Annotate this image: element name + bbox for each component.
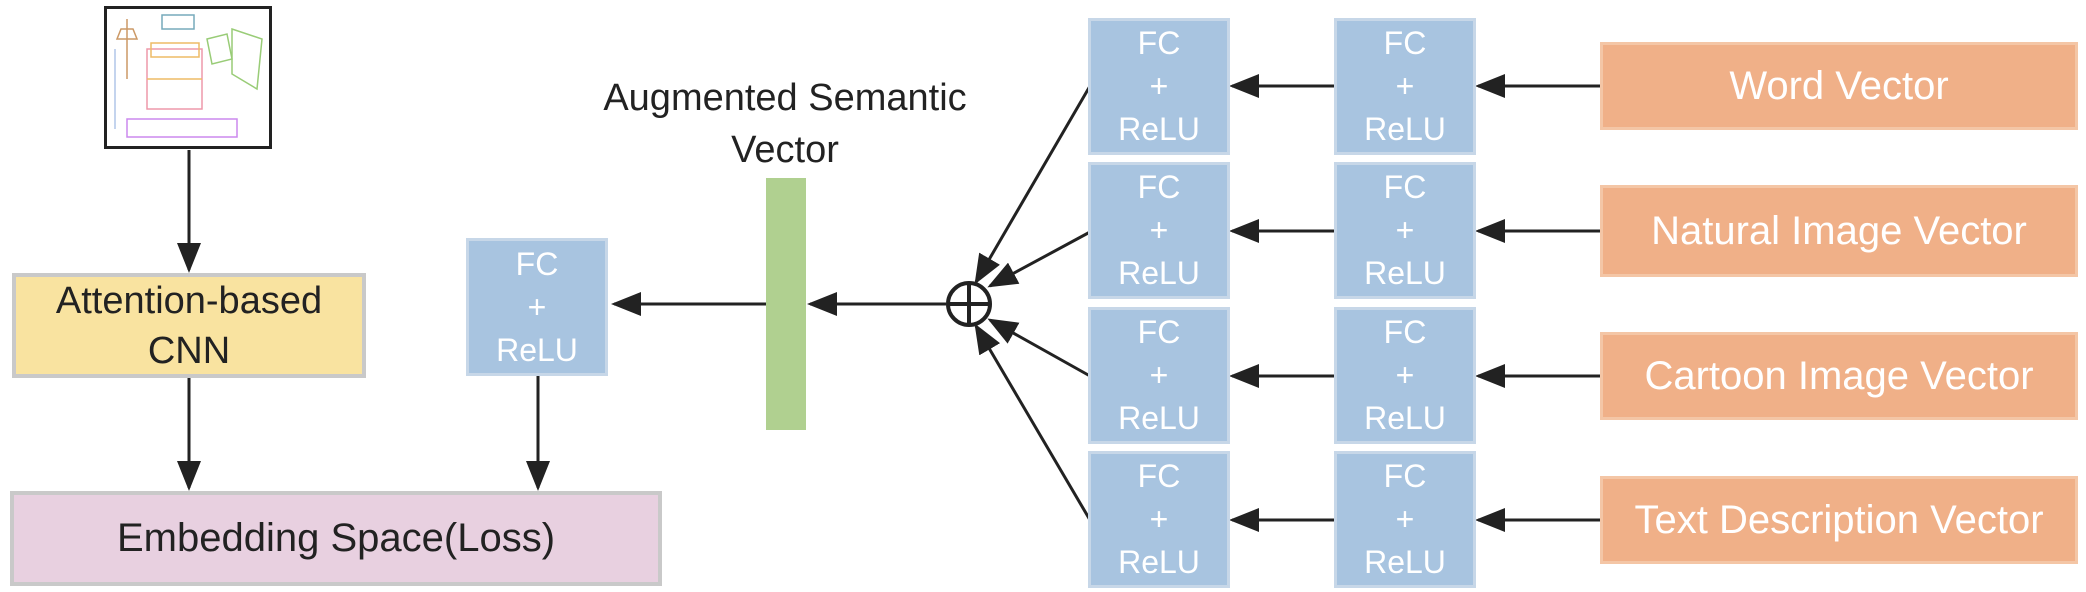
- cnn-label-line1: Attention-based: [55, 279, 323, 322]
- fc-line1: FC: [1383, 458, 1427, 494]
- fc-line1: FC: [1383, 25, 1427, 61]
- fc-line1: FC: [1137, 169, 1181, 205]
- fc-line2: +: [527, 288, 547, 325]
- fc-line3: ReLU: [1364, 544, 1446, 580]
- fc-line1: FC: [1383, 169, 1427, 205]
- fc-line2: +: [1149, 357, 1169, 393]
- attention-cnn-box: Attention-based CNN: [12, 273, 366, 378]
- fc-line3: ReLU: [1118, 400, 1200, 436]
- fc-line1: FC: [1383, 314, 1427, 350]
- fc-line2: +: [1395, 68, 1415, 104]
- bedroom-sketch-icon: [104, 6, 272, 149]
- source-label: Natural Image Vector: [1651, 208, 2027, 253]
- fc-line3: ReLU: [1118, 111, 1200, 147]
- fc-relu-box-row2-b: FC + ReLU: [1334, 162, 1476, 299]
- augmented-semantic-bar: [766, 178, 806, 430]
- embedding-space-box: Embedding Space(Loss): [10, 491, 662, 586]
- arrow-fc4-to-sum: [974, 323, 1092, 521]
- embedding-label: Embedding Space(Loss): [116, 516, 556, 560]
- fc-relu-box-row1-a: FC + ReLU: [1088, 18, 1230, 155]
- natural-image-vector-box: Natural Image Vector: [1600, 185, 2078, 277]
- source-label: Word Vector: [1729, 63, 1949, 108]
- fc-line3: ReLU: [1364, 111, 1446, 147]
- arrow-fc1-to-sum: [974, 85, 1092, 285]
- fc-line1: FC: [1137, 314, 1181, 350]
- cartoon-image-vector-box: Cartoon Image Vector: [1600, 332, 2078, 420]
- fc-line3: ReLU: [496, 331, 578, 368]
- source-label: Cartoon Image Vector: [1644, 353, 2034, 398]
- fc-line1: FC: [515, 245, 559, 282]
- word-vector-box: Word Vector: [1600, 42, 2078, 130]
- text-description-vector-box: Text Description Vector: [1600, 476, 2078, 564]
- fc-line2: +: [1149, 68, 1169, 104]
- fc-line3: ReLU: [1118, 255, 1200, 291]
- fc-line1: FC: [1137, 25, 1181, 61]
- augmented-title-line2: Vector: [731, 129, 839, 171]
- cnn-label-line2: CNN: [147, 329, 231, 372]
- arrow-fc2-to-sum: [987, 230, 1091, 288]
- fc-relu-box-row1-b: FC + ReLU: [1334, 18, 1476, 155]
- fc-relu-box-row3-a: FC + ReLU: [1088, 307, 1230, 444]
- fc-relu-box-row3-b: FC + ReLU: [1334, 307, 1476, 444]
- fc-relu-box-row4-a: FC + ReLU: [1088, 451, 1230, 588]
- fc-line3: ReLU: [1364, 400, 1446, 436]
- source-label: Text Description Vector: [1634, 497, 2044, 542]
- fc-relu-box-row2-a: FC + ReLU: [1088, 162, 1230, 299]
- fc-line1: FC: [1137, 458, 1181, 494]
- fc-relu-box-output: FC + ReLU: [466, 238, 608, 376]
- sketch-drawing: [114, 14, 263, 138]
- sum-operator-icon: [946, 281, 992, 327]
- fc-line3: ReLU: [1118, 544, 1200, 580]
- fc-line3: ReLU: [1364, 255, 1446, 291]
- fc-line2: +: [1395, 212, 1415, 248]
- fc-line2: +: [1149, 501, 1169, 537]
- arrow-fc3-to-sum: [987, 318, 1091, 378]
- fc-relu-box-row4-b: FC + ReLU: [1334, 451, 1476, 588]
- fc-line2: +: [1395, 357, 1415, 393]
- augmented-vector-title: Augmented Semantic Vector: [565, 72, 1005, 176]
- fc-line2: +: [1395, 501, 1415, 537]
- fc-line2: +: [1149, 212, 1169, 248]
- augmented-title-line1: Augmented Semantic: [603, 77, 967, 119]
